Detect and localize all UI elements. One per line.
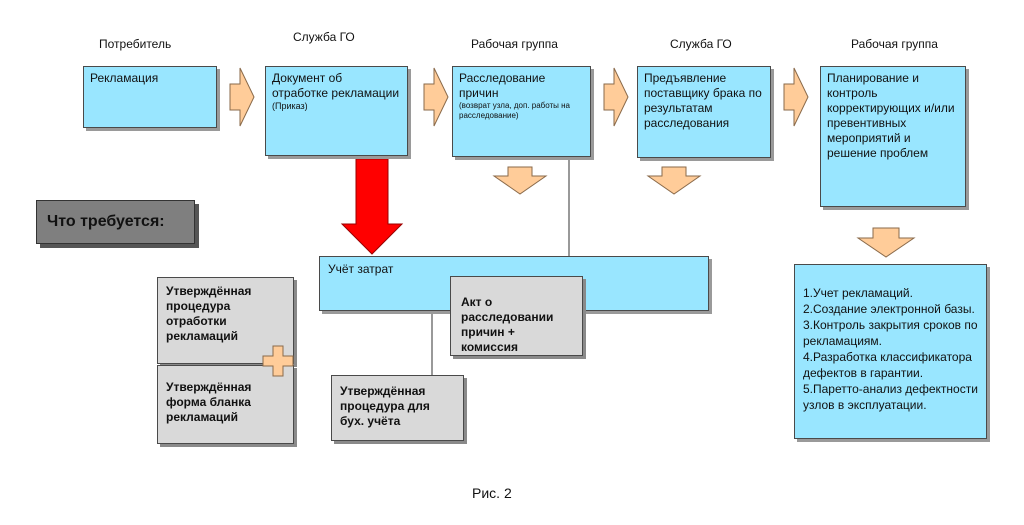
red-arrow: [340, 158, 404, 255]
document-text: Документ об отработке рекламации: [272, 71, 400, 100]
box-procedure: Утверждённая процедура отработки реклама…: [157, 277, 294, 364]
figure-caption: Рис. 2: [472, 485, 512, 501]
arrow-right-2: [423, 67, 449, 127]
box-supplier: Предъявление поставщику брака по результ…: [637, 66, 771, 158]
complaint-text: Рекламация: [90, 71, 159, 85]
arrow-down-1: [492, 166, 548, 195]
task-line: 2.Создание электронной базы.: [803, 302, 975, 316]
header-working-group-2: Рабочая группа: [851, 37, 938, 51]
box-planning: Планирование и контроль корректирующих и…: [820, 66, 966, 207]
task-line: узлов в эксплуатации.: [803, 398, 927, 412]
document-note: (Приказ): [272, 101, 308, 111]
act-text: Акт о расследовании причин + комиссия: [461, 295, 554, 354]
investigation-note: (возврат узла, доп. работы на расследова…: [459, 101, 571, 120]
header-working-group-1: Рабочая группа: [471, 37, 558, 51]
task-line: дефектов в гарантии.: [803, 366, 924, 380]
accounting-procedure-text: Утверждённая процедура для бух. учёта: [340, 384, 430, 428]
arrow-right-3: [603, 67, 629, 127]
task-line: 3.Контроль закрытия сроков по: [803, 318, 978, 332]
box-investigation: Расследование причин (возврат узла, доп.…: [452, 66, 591, 157]
planning-text: Планирование и контроль корректирующих и…: [827, 71, 955, 160]
arrow-right-4: [783, 67, 809, 127]
header-go-service-2: Служба ГО: [670, 37, 732, 51]
procedure-text: Утверждённая процедура отработки реклама…: [166, 284, 252, 343]
arrow-down-3: [856, 227, 916, 258]
box-act: Акт о расследовании причин + комиссия: [450, 276, 583, 356]
box-tasks: 1.Учет рекламаций. 2.Создание электронно…: [794, 264, 987, 439]
task-line: 5.Паретто-анализ дефектности: [803, 382, 978, 396]
arrow-right-1: [229, 67, 255, 127]
box-form: Утверждённая форма бланка рекламаций: [157, 365, 294, 444]
supplier-text: Предъявление поставщику брака по результ…: [644, 71, 762, 130]
header-go-service-1: Служба ГО: [293, 30, 355, 44]
box-accounting-procedure: Утверждённая процедура для бух. учёта: [331, 375, 464, 441]
cost-accounting-text: Учёт затрат: [328, 262, 394, 276]
arrow-down-2: [646, 166, 702, 195]
box-document: Документ об отработке рекламации (Приказ…: [265, 66, 408, 156]
task-line: 1.Учет рекламаций.: [803, 286, 913, 300]
box-complaint: Рекламация: [83, 66, 217, 128]
task-line: рекламациям.: [803, 334, 882, 348]
investigation-text: Расследование причин: [459, 71, 546, 100]
form-text: Утверждённая форма бланка рекламаций: [166, 380, 252, 424]
requirements-label: Что требуется:: [36, 200, 195, 244]
header-consumer: Потребитель: [99, 37, 172, 51]
task-line: 4.Разработка классификатора: [803, 350, 972, 364]
